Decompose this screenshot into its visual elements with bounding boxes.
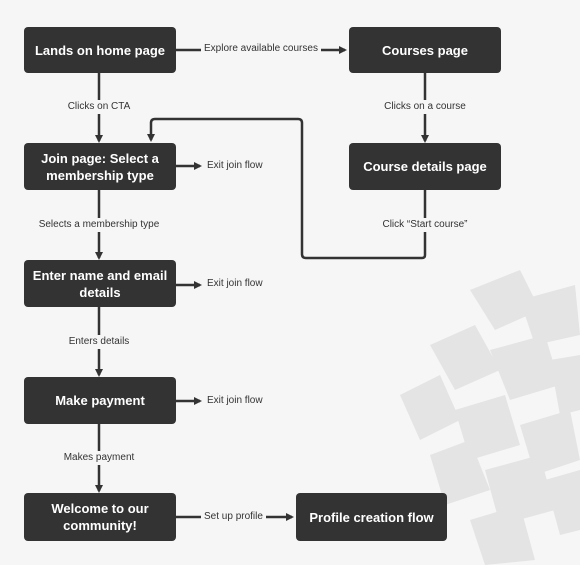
node-make-payment: Make payment [24,377,176,424]
label-clicks-on-a-course: Clicks on a course [382,100,468,114]
node-course-details-page: Course details page [349,143,501,190]
label-exit-join-flow-2: Exit join flow [207,278,263,289]
label-makes-payment: Makes payment [61,451,137,465]
watermark-logo-icon [400,270,580,565]
label-set-up-profile: Set up profile [201,511,266,523]
node-enter-name-email: Enter name and email details [24,260,176,307]
label-explore-available-courses: Explore available courses [201,43,321,55]
label-exit-join-flow-3: Exit join flow [207,395,263,406]
label-selects-membership-type: Selects a membership type [36,218,162,232]
node-profile-creation-flow: Profile creation flow [296,493,447,541]
node-lands-on-home-page: Lands on home page [24,27,176,73]
label-enters-details: Enters details [66,335,132,349]
label-exit-join-flow-1: Exit join flow [207,160,263,171]
label-clicks-on-cta: Clicks on CTA [65,100,133,114]
edge-details-join-loop [147,117,427,260]
node-courses-page: Courses page [349,27,501,73]
node-join-page: Join page: Select a membership type [24,143,176,190]
label-click-start-course: Click “Start course” [380,218,470,232]
node-welcome: Welcome to our community! [24,493,176,541]
